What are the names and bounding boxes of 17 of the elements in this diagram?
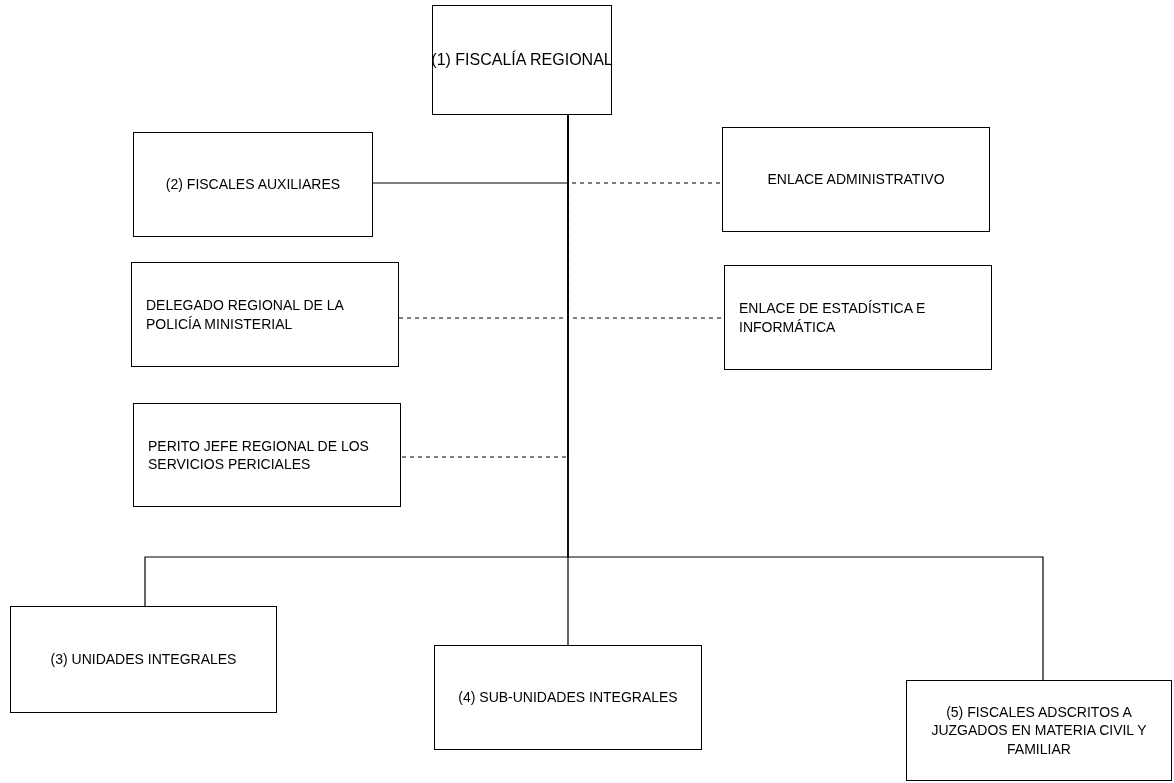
- box-title: ENLACE ADMINISTRATIVO: [767, 170, 945, 189]
- box-title: PERITO JEFE REGIONAL DE LOS SERVICIOS PERICIALES: [148, 436, 370, 474]
- org-box: [131, 262, 399, 367]
- org-box: [432, 5, 612, 115]
- box-title: DELEGADO REGIONAL DE LA POLICÍA MINISTERIAL: [146, 296, 345, 333]
- org-box: [133, 403, 401, 507]
- box-title: (4) SUB-UNIDADES INTEGRALES: [458, 688, 678, 707]
- org-box: [722, 127, 990, 232]
- org-box: [10, 606, 277, 713]
- org-box: [133, 132, 373, 237]
- box-title: (5) FISCALES ADSCRITOS A JUZGADOS EN MATERIA CIVIL Y FAMILIAR: [930, 703, 1148, 758]
- box-title: (3) UNIDADES INTEGRALES: [50, 650, 237, 669]
- org-box: [434, 645, 702, 750]
- box-title: ENLACE DE ESTADÍSTICA E INFORMÁTICA: [739, 299, 927, 336]
- org-box: [724, 265, 992, 370]
- box-title: (2) FISCALES AUXILIARES: [165, 175, 341, 194]
- org-box: [906, 680, 1172, 781]
